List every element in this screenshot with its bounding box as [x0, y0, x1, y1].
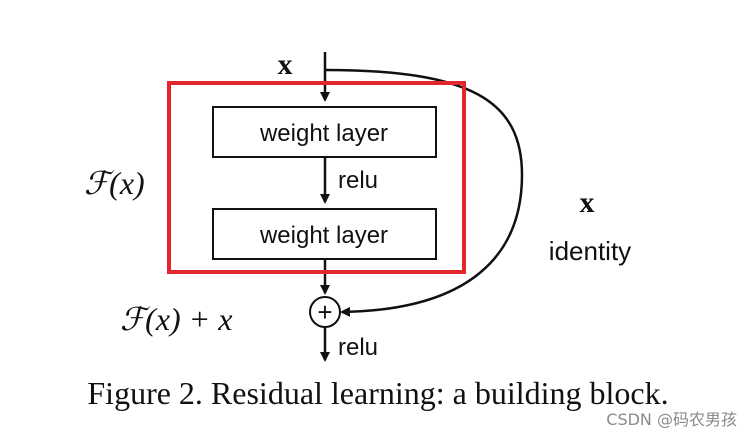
plus-symbol: +: [317, 297, 332, 327]
identity-x-label: x: [580, 186, 595, 219]
identity-label: identity: [549, 236, 631, 266]
input-x-label: x: [278, 48, 293, 81]
function-label: ℱ(x): [84, 165, 145, 201]
weight-layer-label-2: weight layer: [259, 222, 388, 249]
watermark: CSDN @码农男孩: [606, 410, 737, 429]
weight-layer-box-2: [212, 208, 437, 260]
figure-caption: Figure 2. Residual learning: a building …: [87, 375, 668, 411]
relu-out-label: relu: [338, 334, 378, 361]
identity-shortcut-arrow: [324, 68, 524, 317]
sum-label: ℱ(x) + x: [120, 301, 232, 337]
relu-mid-label: relu: [338, 167, 378, 194]
weight-layer-label-1: weight layer: [259, 120, 388, 147]
highlight-box: [167, 81, 466, 274]
